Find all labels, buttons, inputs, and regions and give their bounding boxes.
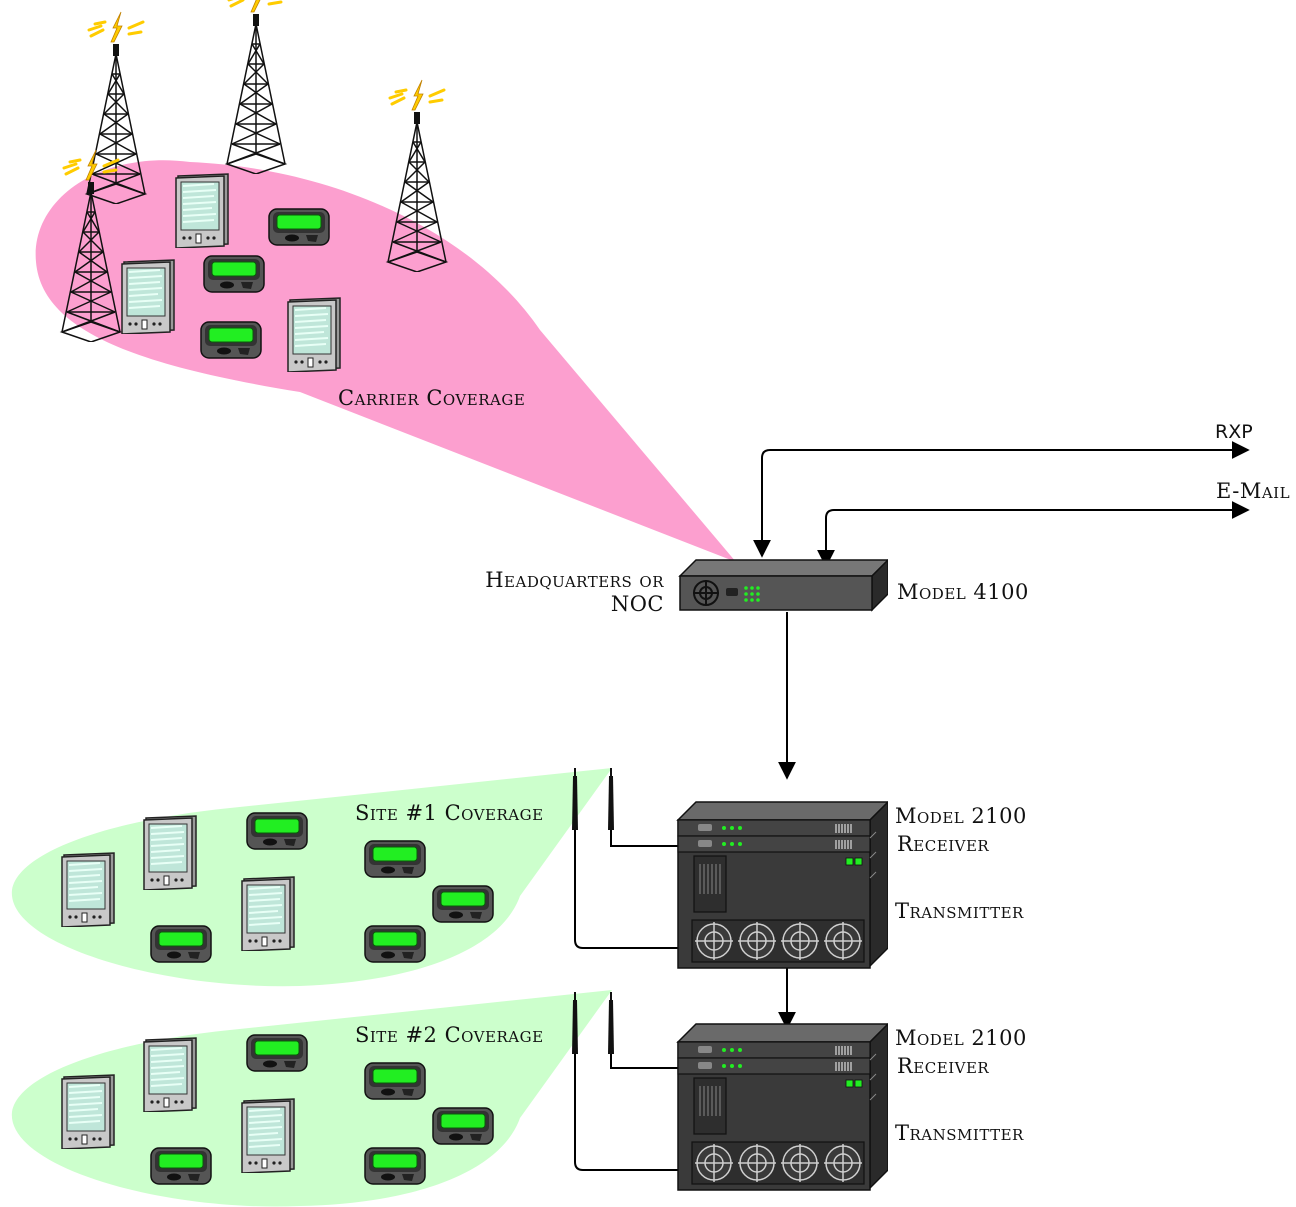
model-2100-rack-site1	[677, 801, 888, 969]
transmitter-label: Transmitter	[895, 899, 1024, 923]
radio-tower-icon	[225, 0, 287, 174]
pager-icon	[150, 1147, 212, 1185]
hq-label-line2: NOC	[611, 592, 664, 616]
email-link	[817, 501, 1250, 568]
model-4100-label: Model 4100	[897, 580, 1029, 604]
radio-tower-icon	[386, 78, 448, 272]
carrier-coverage-label: Carrier Coverage	[338, 386, 525, 410]
pda-icon	[143, 815, 197, 890]
pager-icon	[246, 812, 308, 850]
radio-tower-icon	[85, 10, 147, 204]
receiver-label: Receiver	[897, 1054, 989, 1078]
site2-coverage-label: Site #2 Coverage	[355, 1023, 544, 1047]
antenna-icon	[607, 992, 615, 1054]
pda-icon	[143, 1037, 197, 1112]
pda-icon	[61, 1074, 115, 1149]
hq-label-line1: Headquarters or	[485, 568, 664, 592]
antenna-icon	[607, 768, 615, 830]
pager-icon	[364, 840, 426, 878]
pager-icon	[268, 208, 330, 246]
carrier-coverage-zone	[35, 160, 736, 562]
rxp-label: RXP	[1215, 421, 1253, 443]
model-2100-rack-site2	[677, 1023, 888, 1191]
pda-icon	[241, 1098, 295, 1173]
receiver-label: Receiver	[897, 832, 989, 856]
pager-icon	[364, 925, 426, 963]
email-label: E-Mail	[1216, 479, 1290, 503]
pda-icon	[287, 297, 341, 372]
pager-icon	[364, 1062, 426, 1100]
rxp-link	[753, 441, 1250, 558]
site1-coverage-label: Site #1 Coverage	[355, 801, 544, 825]
pager-icon	[364, 1147, 426, 1185]
receiver-feed-line	[610, 1054, 680, 1069]
receiver-feed-line	[610, 830, 680, 847]
pager-icon	[203, 255, 265, 293]
model-4100-unit	[679, 559, 888, 611]
transmitter-label: Transmitter	[895, 1121, 1024, 1145]
transmitter-feed-line	[574, 1054, 680, 1171]
pager-icon	[432, 885, 494, 923]
pager-icon	[150, 925, 212, 963]
pager-icon	[200, 321, 262, 359]
pda-icon	[121, 259, 175, 334]
model-2100-label: Model 2100	[895, 804, 1027, 828]
transmitter-feed-line	[574, 830, 680, 949]
pda-icon	[175, 173, 229, 248]
pda-icon	[241, 876, 295, 951]
pager-icon	[432, 1107, 494, 1145]
pda-icon	[61, 852, 115, 927]
model-2100-label: Model 2100	[895, 1026, 1027, 1050]
pager-icon	[246, 1034, 308, 1072]
